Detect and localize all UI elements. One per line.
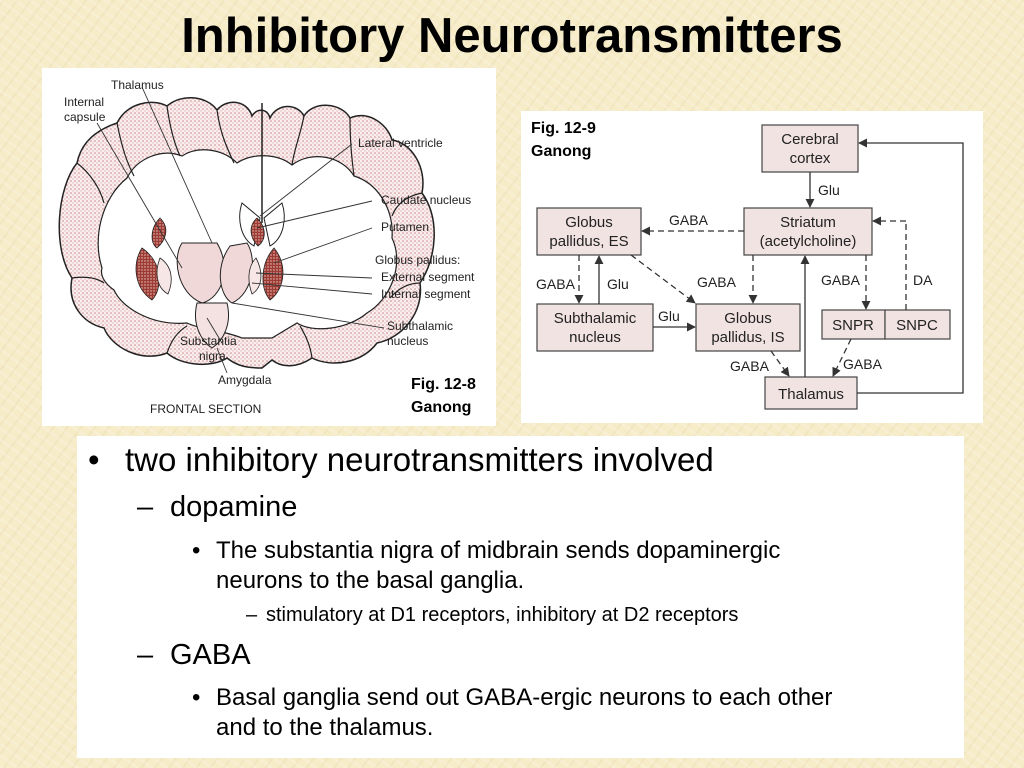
label-frontal-section: FRONTAL SECTION bbox=[150, 402, 261, 416]
box-gpis-line1: Globus bbox=[724, 310, 772, 327]
bullet-l2-dopamine-text: dopamine bbox=[170, 491, 298, 523]
box-snpr-label: SNPR bbox=[832, 317, 874, 334]
box-striatum bbox=[743, 207, 873, 256]
edge-gpes-gpis bbox=[630, 254, 696, 304]
box-cerebral-cortex-line1: Cerebral bbox=[781, 131, 839, 148]
bullet-l2-gaba-dash: – bbox=[137, 639, 154, 671]
label-internal-capsule-2: capsule bbox=[64, 110, 106, 124]
bullet-l3-substantia-line2: neurons to the basal ganglia. bbox=[216, 567, 525, 594]
label-thalamus: Thalamus bbox=[111, 78, 164, 92]
box-snpc bbox=[884, 309, 951, 340]
label-caudate-nucleus: Caudate nucleus bbox=[381, 193, 471, 207]
bullet-text-box: • two inhibitory neurotransmitters invol… bbox=[77, 436, 964, 758]
label-putamen: Putamen bbox=[381, 220, 429, 234]
bullet-l2-dopamine-dash: – bbox=[137, 491, 154, 523]
lateral-ventricle-shape-right bbox=[263, 202, 285, 247]
bullet-l3-basal-line2: and to the thalamus. bbox=[216, 714, 434, 741]
box-globus-pallidus-es bbox=[536, 207, 642, 256]
bullet-l4-receptors-dash: – bbox=[246, 604, 258, 626]
brain-caption-line1: Fig. 12-8 bbox=[411, 376, 476, 393]
box-thalamus bbox=[764, 376, 858, 410]
basal-ganglia-circuit-figure: Cerebral cortex Striatum (acetylcholine)… bbox=[521, 111, 983, 423]
brain-illustration: Thalamus Internal capsule Lateral ventri… bbox=[58, 78, 475, 416]
leader-lines bbox=[96, 86, 385, 374]
brain-frontal-section-figure: Thalamus Internal capsule Lateral ventri… bbox=[42, 68, 496, 426]
box-subthalamic-nucleus bbox=[536, 303, 654, 352]
edge-gpis-thalamus bbox=[770, 350, 790, 377]
label-internal-capsule-1: Internal bbox=[64, 95, 104, 109]
box-striatum-line1: Striatum bbox=[780, 214, 836, 231]
slide-title: Inhibitory Neurotransmitters bbox=[181, 9, 843, 63]
edge-label-striatum-snpr: GABA bbox=[821, 272, 861, 288]
box-stn-line2: nucleus bbox=[569, 329, 621, 346]
box-snpr bbox=[821, 309, 886, 340]
brain-figure-caption: Fig. 12-8 Ganong bbox=[411, 373, 476, 419]
globus-pallidus-shape-right bbox=[248, 257, 262, 295]
edge-label-gpis-thalamus: GABA bbox=[730, 358, 770, 374]
circuit-caption-line1: Fig. 12-9 bbox=[531, 120, 596, 137]
brain-caption-line2: Ganong bbox=[411, 399, 472, 416]
edge-thalamus-cortex bbox=[857, 138, 964, 394]
box-cerebral-cortex-line2: cortex bbox=[790, 150, 831, 167]
label-amygdala: Amygdala bbox=[218, 373, 272, 387]
box-cerebral-cortex bbox=[761, 124, 859, 173]
bullet-l4-receptors-text: stimulatory at D1 receptors, inhibitory … bbox=[266, 604, 739, 626]
bullet-l2-gaba-text: GABA bbox=[170, 639, 251, 671]
putamen-left bbox=[135, 247, 160, 301]
label-subthalamic-2: nucleus bbox=[387, 334, 428, 348]
box-stn-line1: Subthalamic bbox=[554, 310, 637, 327]
edge-label-snpr-thalamus: GABA bbox=[843, 356, 883, 372]
edge-label-cortex-striatum: Glu bbox=[818, 182, 840, 198]
edge-snpr-thalamus bbox=[832, 338, 852, 377]
label-globus-pallidus: Globus pallidus: bbox=[375, 253, 460, 267]
edge-label-striatum-gpis: GABA bbox=[697, 274, 737, 290]
circuit-caption-line2: Ganong bbox=[531, 143, 592, 160]
bullet-l3-basal-line1: Basal ganglia send out GABA-ergic neuron… bbox=[216, 684, 833, 711]
bullet-l1-marker: • bbox=[88, 441, 100, 478]
edge-label-gpes-stn: GABA bbox=[536, 276, 576, 292]
bullet-l1-text: two inhibitory neurotransmitters involve… bbox=[125, 441, 714, 478]
circuit-diagram: Cerebral cortex Striatum (acetylcholine)… bbox=[536, 124, 964, 410]
bullet-l3-basal-marker: • bbox=[192, 684, 201, 711]
bullet-l3-substantia-marker: • bbox=[192, 537, 201, 564]
label-internal-segment: Internal segment bbox=[381, 287, 471, 301]
edge-label-stn-gpis: Glu bbox=[658, 308, 680, 324]
box-thalamus-label: Thalamus bbox=[778, 386, 844, 403]
label-external-segment: External segment bbox=[381, 270, 475, 284]
circuit-figure-caption: Fig. 12-9 Ganong bbox=[531, 117, 596, 163]
sulci bbox=[71, 105, 423, 359]
edge-label-snpc-striatum: DA bbox=[913, 272, 933, 288]
bullet-l3-substantia-line1: The substantia nigra of midbrain sends d… bbox=[216, 537, 781, 564]
box-gpis-line2: pallidus, IS bbox=[711, 329, 784, 346]
box-globus-pallidus-is bbox=[695, 303, 801, 352]
globus-pallidus-shape bbox=[156, 257, 172, 295]
box-snpc-label: SNPC bbox=[896, 317, 938, 334]
label-substantia-1: Substantia bbox=[180, 334, 237, 348]
edge-label-stn-gpes: Glu bbox=[607, 276, 629, 292]
label-lateral-ventricle: Lateral ventricle bbox=[358, 136, 443, 150]
box-striatum-line2: (acetylcholine) bbox=[760, 233, 857, 250]
label-subthalamic-1: Subthalamic bbox=[387, 319, 453, 333]
edge-label-striatum-gpes: GABA bbox=[669, 212, 709, 228]
box-gpes-line1: Globus bbox=[565, 214, 613, 231]
thalamus-shape-right bbox=[219, 242, 253, 304]
box-gpes-line2: pallidus, ES bbox=[549, 233, 628, 250]
label-substantia-2: nigra bbox=[199, 349, 226, 363]
caudate-left bbox=[151, 217, 167, 249]
